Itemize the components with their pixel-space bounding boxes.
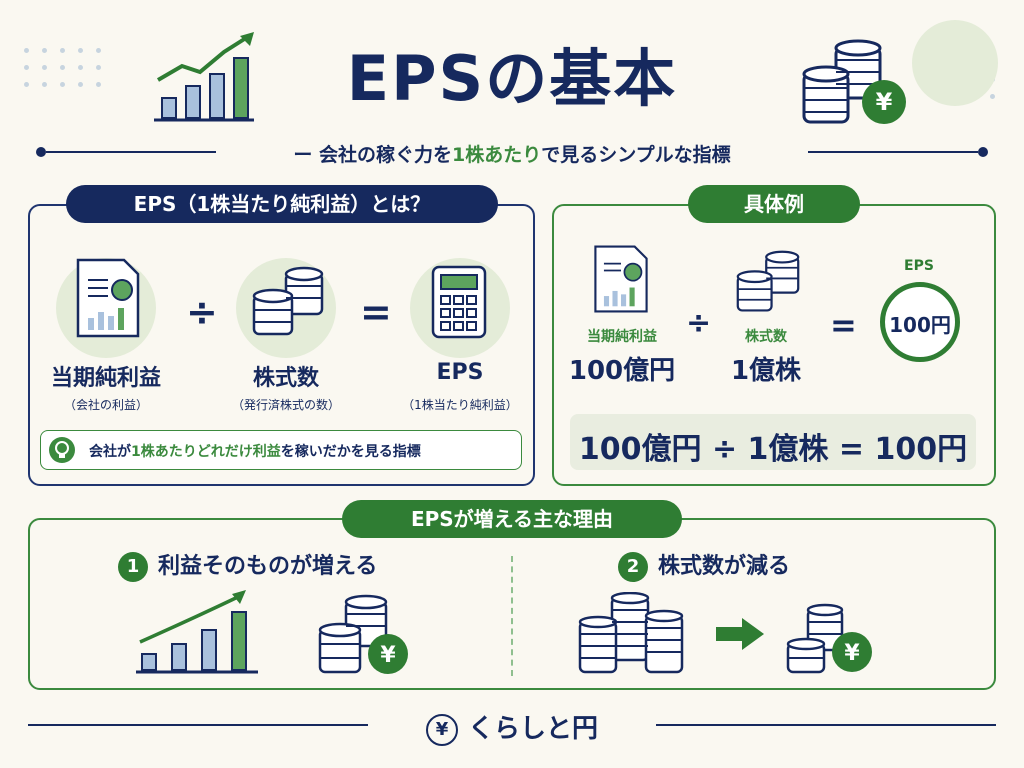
example-shares-value: 1億株	[730, 356, 802, 386]
lightbulb-icon	[49, 437, 75, 463]
profit-label: 当期純利益	[50, 366, 161, 391]
calculator-icon	[431, 265, 487, 339]
subtitle-row: ー 会社の稼ぐ力を1株あたりで見るシンプルな指標	[36, 140, 988, 166]
eps-label: EPS	[436, 360, 484, 385]
subtitle-line-right	[808, 151, 978, 153]
profit-sublabel: （会社の利益）	[63, 398, 148, 412]
reasons-divider	[511, 556, 513, 676]
definition-heading: EPS（1株当たり純利益）とは？	[66, 185, 498, 223]
footer-brand: ¥ くらしと円	[0, 708, 1024, 746]
example-heading: 具体例	[688, 185, 860, 223]
reason-2-label: 株式数が減る	[658, 554, 791, 579]
reason-2: 2 株式数が減る	[618, 548, 790, 582]
tip-box: 会社が1株あたりどれだけ利益を稼いだかを見る指標	[40, 430, 522, 470]
report-icon-small	[594, 245, 648, 313]
report-icon	[76, 258, 140, 338]
tip-text: 会社が1株あたりどれだけ利益を稼いだかを見る指標	[89, 444, 421, 460]
footer-line-right	[656, 724, 996, 726]
subtitle-line-left	[46, 151, 216, 153]
footer-line-left	[28, 724, 368, 726]
formula-text: 100億円 ÷ 1億株 = 100円	[578, 432, 968, 467]
example-eps-value: 100円	[889, 313, 951, 337]
yen-symbol: ¥	[876, 88, 893, 116]
page-title: EPSの基本	[346, 42, 678, 115]
subtitle-dot-left	[36, 147, 46, 157]
yen-symbol-2: ¥	[844, 641, 860, 666]
footer-yen-icon: ¥	[425, 713, 458, 746]
subtitle-dot-right	[978, 147, 988, 157]
reason-1-badge: 1	[118, 552, 148, 582]
shares-label: 株式数	[252, 366, 319, 391]
growth-chart-icon	[154, 32, 254, 122]
shares-sublabel: （発行済株式の数）	[231, 398, 340, 412]
example-eps-label: EPS	[904, 258, 934, 274]
coin-stack-icon-small	[736, 250, 800, 312]
example-profit-value: 100億円	[568, 356, 676, 386]
yen-symbol-1: ¥	[380, 643, 396, 668]
example-profit-label: 当期純利益	[587, 329, 657, 345]
decorative-circle	[912, 20, 998, 106]
example-shares-label: 株式数	[745, 329, 787, 345]
footer-brand-text: くらしと円	[467, 714, 598, 744]
subtitle: ー 会社の稼ぐ力を1株あたりで見るシンプルな指標	[293, 144, 731, 166]
right-arrow-icon	[716, 618, 764, 650]
coin-stack-icon	[252, 266, 324, 336]
example-divide-sign: ÷	[686, 306, 712, 341]
reason-1-label: 利益そのものが増える	[158, 554, 378, 579]
eps-result-circle: 100円	[880, 282, 960, 362]
many-coin-stacks-icon	[578, 592, 684, 674]
coins-yen-icon: ¥	[802, 39, 906, 124]
reasons-heading: EPSが増える主な理由	[342, 500, 682, 538]
reason-2-badge: 2	[618, 552, 648, 582]
coins-yen-icon-small: ¥	[318, 594, 408, 674]
growth-chart-icon-small	[136, 590, 258, 674]
reason-1: 1 利益そのものが増える	[118, 548, 377, 582]
fewer-coins-yen-icon: ¥	[786, 603, 872, 674]
decorative-dots-left	[24, 48, 102, 87]
equals-sign: =	[360, 290, 392, 334]
example-equals-sign: =	[830, 306, 857, 344]
divide-sign: ÷	[186, 290, 218, 334]
formula-box: 100億円 ÷ 1億株 = 100円	[570, 414, 976, 470]
eps-sublabel: （1株当たり純利益）	[402, 398, 518, 412]
